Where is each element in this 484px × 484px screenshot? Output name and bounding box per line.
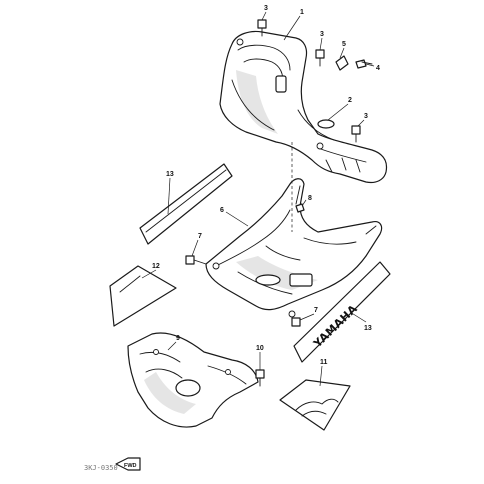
fastener-3-mid — [351, 125, 361, 143]
part-2-cap — [317, 119, 335, 129]
callout-4: 4 — [376, 65, 380, 72]
part-13-side-decal-upper — [139, 163, 233, 245]
fastener-7-right — [291, 317, 301, 327]
fastener-10 — [255, 369, 265, 387]
fastener-7-left — [185, 255, 207, 265]
callout-labels: 3 1 3 5 4 2 3 8 6 7 13 12 7 13 9 10 11 — [152, 5, 380, 366]
callout-3b: 3 — [320, 31, 324, 38]
callout-7b: 7 — [314, 307, 318, 314]
callout-8: 8 — [308, 195, 312, 202]
fastener-4-bolt — [355, 59, 373, 69]
fastener-3-right — [315, 49, 325, 67]
part-12-small-decal — [109, 265, 177, 327]
fastener-5-grommet — [335, 55, 349, 71]
part-9-under-cover — [127, 332, 259, 428]
callout-13a: 13 — [166, 171, 174, 178]
callout-7a: 7 — [198, 233, 202, 240]
callout-10: 10 — [256, 345, 264, 352]
callout-3c: 3 — [364, 113, 368, 120]
part-6-footrest-board — [205, 178, 383, 318]
fastener-3-top — [257, 19, 267, 37]
callout-1: 1 — [300, 9, 304, 16]
catalog-code: 3KJ-0350 — [84, 464, 118, 472]
callout-2: 2 — [348, 97, 352, 104]
callout-12: 12 — [152, 263, 160, 270]
callout-11: 11 — [320, 359, 328, 366]
fwd-label: FWD — [124, 463, 137, 469]
part-11-emblem-decal — [279, 379, 351, 431]
part-1-leg-shield-inner — [219, 30, 388, 184]
callout-3a: 3 — [264, 5, 268, 12]
leader-lines — [141, 11, 375, 387]
callout-6: 6 — [220, 207, 224, 214]
fwd-arrow-icon: FWD — [115, 457, 141, 471]
callout-9: 9 — [176, 335, 180, 342]
callout-13b: 13 — [364, 325, 372, 332]
callout-5: 5 — [342, 41, 346, 48]
